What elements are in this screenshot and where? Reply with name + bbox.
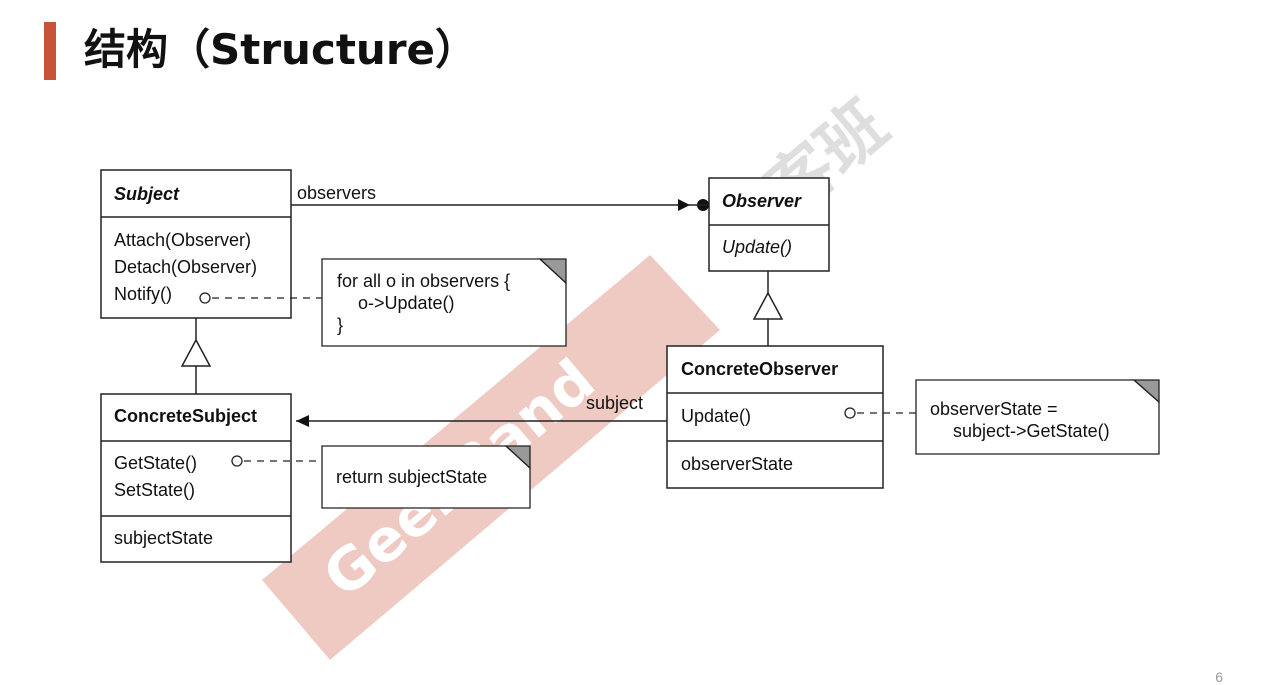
class-observer: Observer Update() (708, 177, 830, 272)
inheritance-concrete-subject (180, 318, 212, 394)
association-arrowhead (296, 415, 309, 427)
note-getstate: return subjectState (231, 445, 531, 509)
subject-method-detach: Detach(Observer) (114, 257, 257, 277)
note-anchor-circle (199, 292, 211, 304)
association-label-observers: observers (297, 183, 376, 203)
class-concrete-subject: ConcreteSubject GetState() SetState() su… (100, 393, 292, 563)
generalization-triangle (752, 291, 784, 320)
page-number: 6 (1215, 669, 1223, 685)
note-notify-line2: o->Update() (358, 293, 455, 313)
note-update-line1: observerState = (930, 399, 1058, 419)
subject-method-attach: Attach(Observer) (114, 230, 251, 250)
note-notify-line1: for all o in observers { (337, 271, 510, 291)
page-title: 结构（Structure） (84, 25, 478, 74)
association-observers: observers (291, 183, 709, 211)
association-subject: subject (296, 393, 667, 427)
concrete-observer-method-update: Update() (681, 406, 751, 426)
concrete-subject-method-setstate: SetState() (114, 480, 195, 500)
concrete-subject-attr-subjectstate: subjectState (114, 528, 213, 548)
class-subject: Subject Attach(Observer) Detach(Observer… (100, 169, 292, 319)
observer-method-update: Update() (722, 237, 792, 257)
concrete-observer-class-name: ConcreteObserver (681, 359, 838, 379)
association-label-subject: subject (586, 393, 643, 413)
concrete-subject-method-getstate: GetState() (114, 453, 197, 473)
association-arrowhead (678, 199, 690, 211)
subject-class-name: Subject (114, 184, 180, 204)
concrete-observer-attr-observerstate: observerState (681, 454, 793, 474)
note-update: observerState = subject->GetState() (844, 379, 1160, 455)
generalization-triangle (180, 338, 212, 367)
observer-class-name: Observer (722, 191, 802, 211)
note-update-line2: subject->GetState() (953, 421, 1110, 441)
note-notify-line3: } (337, 315, 343, 335)
subject-method-notify: Notify() (114, 284, 172, 304)
inheritance-concrete-observer (752, 271, 784, 346)
concrete-subject-class-name: ConcreteSubject (114, 406, 257, 426)
note-getstate-line1: return subjectState (336, 467, 487, 487)
note-notify: for all o in observers { o->Update() } (199, 258, 567, 347)
note-anchor-circle (231, 455, 243, 467)
note-anchor-circle (844, 407, 856, 419)
title-accent-bar (44, 22, 56, 80)
